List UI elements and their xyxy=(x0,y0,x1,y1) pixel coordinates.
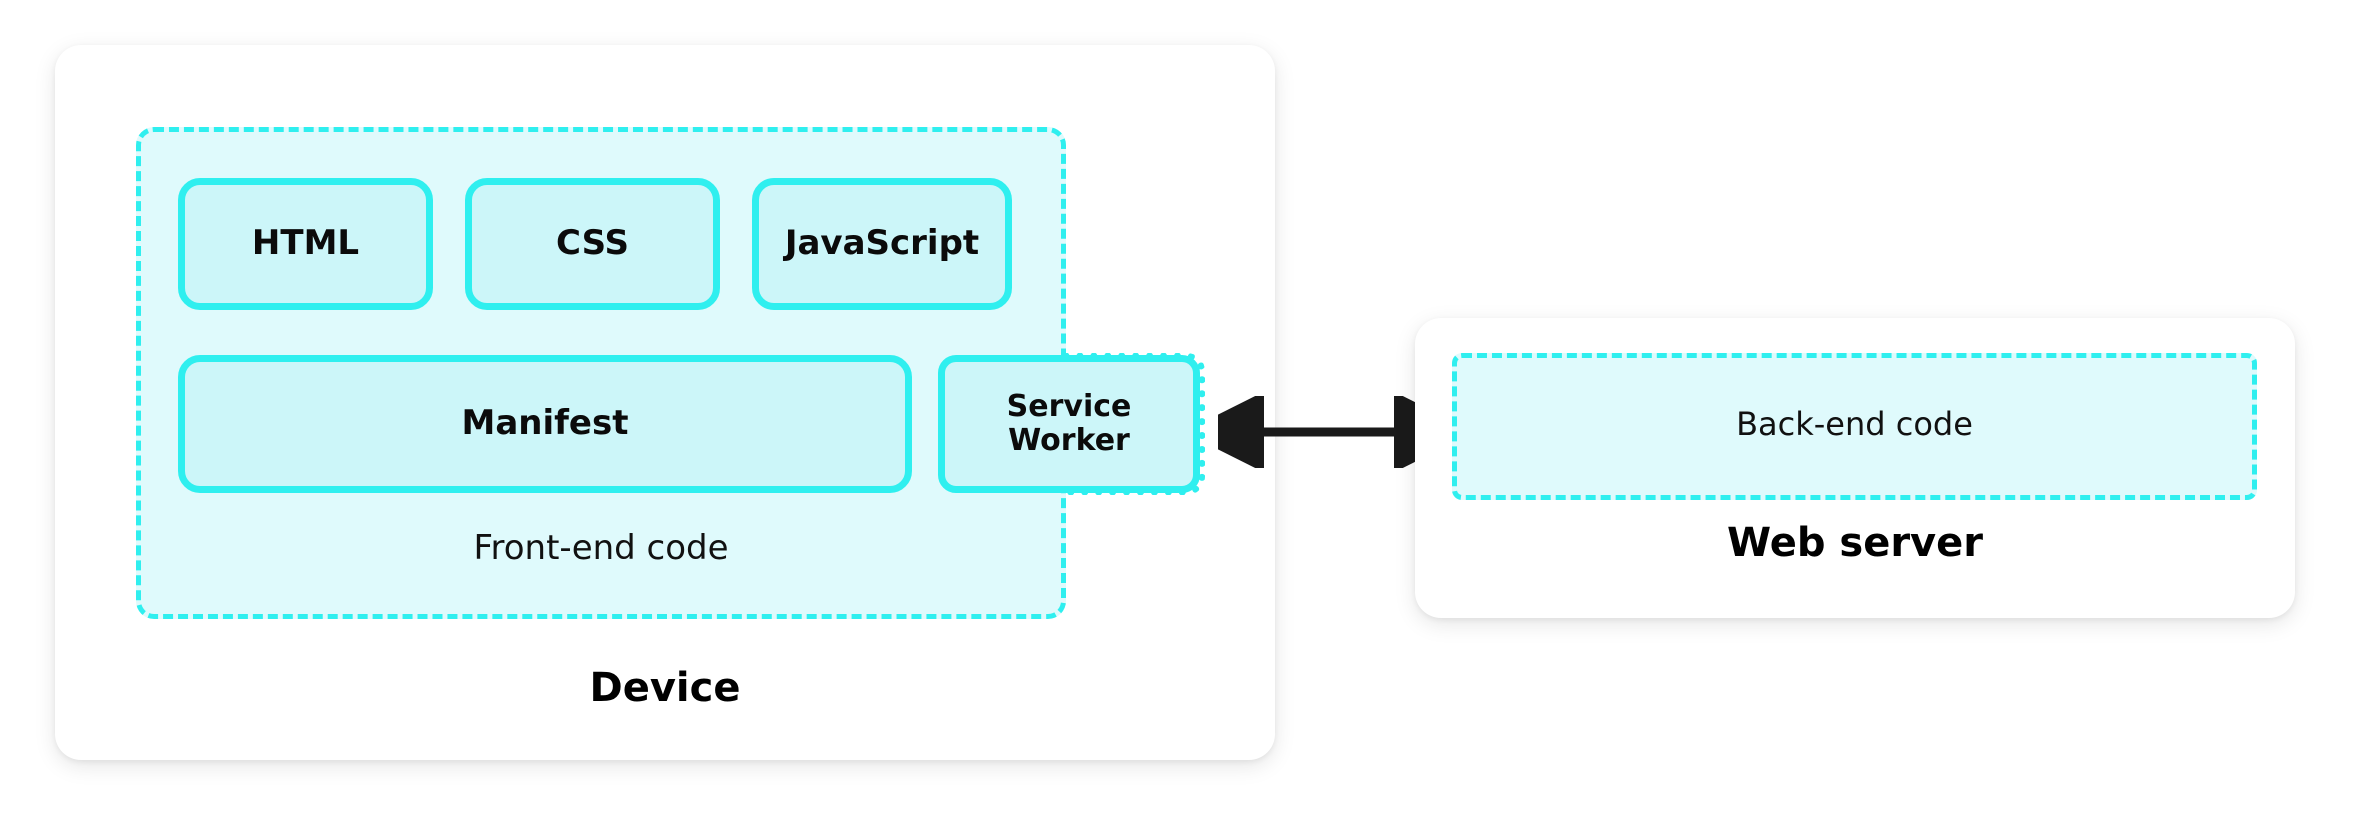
front-end-code-caption: Front-end code xyxy=(473,528,729,568)
service-worker-label-line1: Service xyxy=(1006,388,1132,424)
manifest-box[interactable]: Manifest xyxy=(178,355,912,493)
html-box[interactable]: HTML xyxy=(178,178,433,310)
css-box-label: CSS xyxy=(555,223,630,264)
service-worker-box[interactable]: Service Worker xyxy=(938,355,1200,493)
device-title: Device xyxy=(589,665,741,711)
manifest-box-label: Manifest xyxy=(461,403,629,444)
css-box[interactable]: CSS xyxy=(465,178,720,310)
back-end-code-caption: Back-end code xyxy=(1736,405,1973,443)
html-box-label: HTML xyxy=(251,223,360,264)
javascript-box[interactable]: JavaScript xyxy=(752,178,1012,310)
web-server-title: Web server xyxy=(1727,520,1983,566)
javascript-box-label: JavaScript xyxy=(784,223,980,264)
service-worker-label-line2: Worker xyxy=(1008,423,1130,458)
bidirectional-arrow-icon xyxy=(1218,396,1440,468)
back-end-code-region xyxy=(1452,353,2257,500)
